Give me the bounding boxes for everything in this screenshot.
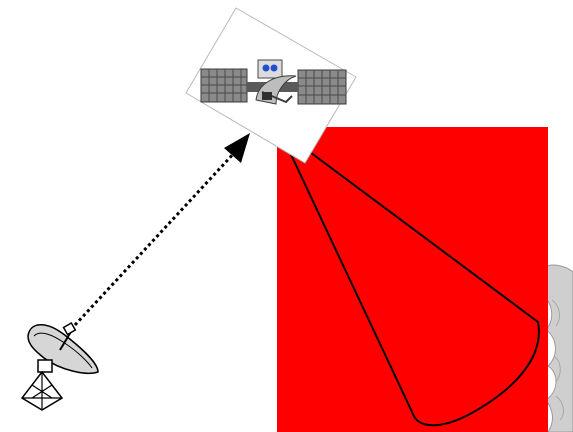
coverage-area: [277, 127, 548, 432]
uplink-arrow: [73, 133, 250, 327]
satellite-dish-icon: [20, 322, 99, 411]
satellite-icon: [185, 7, 357, 164]
beam-cone: [278, 128, 540, 427]
